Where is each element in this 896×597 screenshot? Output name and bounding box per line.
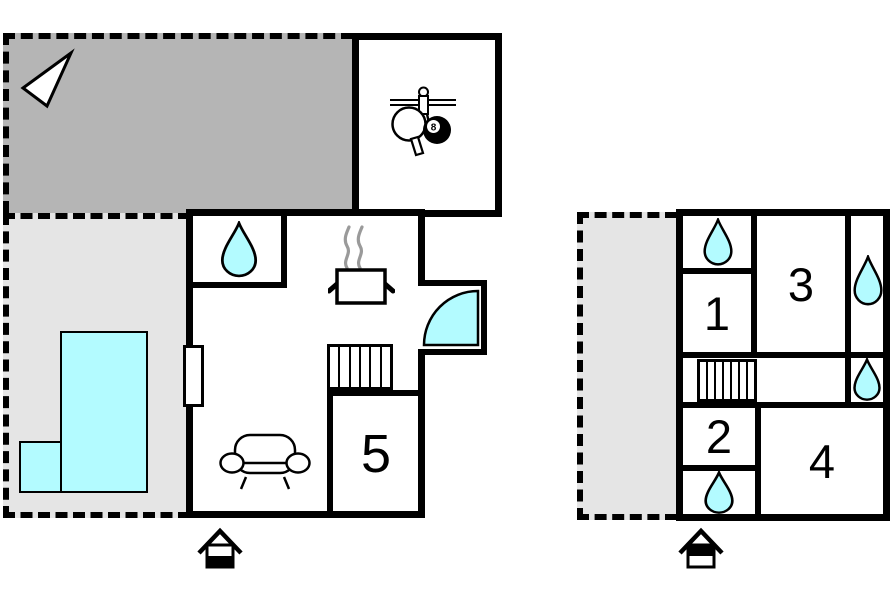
wall-room4-left xyxy=(755,408,761,514)
door-vestibule xyxy=(418,280,487,355)
stairs-icon xyxy=(327,344,393,390)
cooking-pot-icon xyxy=(328,225,395,305)
wall-right-column-left xyxy=(845,216,851,403)
water-drop-icon xyxy=(220,221,258,278)
upper-floor-building: 1 3 2 4 xyxy=(676,209,890,521)
wall-below-top-bathroom xyxy=(683,268,757,274)
water-drop-icon xyxy=(853,255,883,306)
water-drop-icon xyxy=(853,358,881,401)
wall-mid-upper xyxy=(683,352,883,358)
table-tennis-icon xyxy=(391,106,427,157)
pool-small-section xyxy=(19,441,62,493)
upper-floor-marker-icon xyxy=(678,527,724,569)
room-5-label: 5 xyxy=(360,423,392,484)
room-3-label: 3 xyxy=(787,257,815,311)
balcony-terrace-area xyxy=(577,212,677,520)
game-room: 8 xyxy=(352,33,502,217)
ground-floor-building: 5 xyxy=(186,209,425,518)
sofa-icon xyxy=(219,433,311,490)
wall-left-column-right xyxy=(751,216,757,358)
window-marker xyxy=(183,345,204,407)
room-1-label: 1 xyxy=(703,286,731,340)
bathroom-wall-right xyxy=(281,216,287,288)
wall-room2-bottom xyxy=(683,465,761,471)
room-4-label: 4 xyxy=(808,434,836,488)
foosball-player-icon xyxy=(390,86,456,124)
door-swing-icon xyxy=(422,289,480,347)
game-room-icons: 8 xyxy=(390,86,456,157)
eight-ball-number: 8 xyxy=(431,123,437,134)
wall-mid-lower xyxy=(683,402,883,408)
water-drop-icon xyxy=(703,218,733,266)
stairs-icon xyxy=(697,359,757,402)
eight-ball-icon: 8 xyxy=(423,116,451,144)
room5-wall-top xyxy=(327,390,419,396)
water-drop-icon xyxy=(704,471,734,514)
steam-icon xyxy=(343,225,364,270)
room-2-label: 2 xyxy=(705,410,733,463)
ground-floor-marker-icon xyxy=(197,527,243,569)
pool xyxy=(60,331,148,493)
room5-wall-left xyxy=(327,390,333,511)
bathroom-wall-bottom xyxy=(193,282,287,288)
north-arrow-icon xyxy=(20,48,75,109)
